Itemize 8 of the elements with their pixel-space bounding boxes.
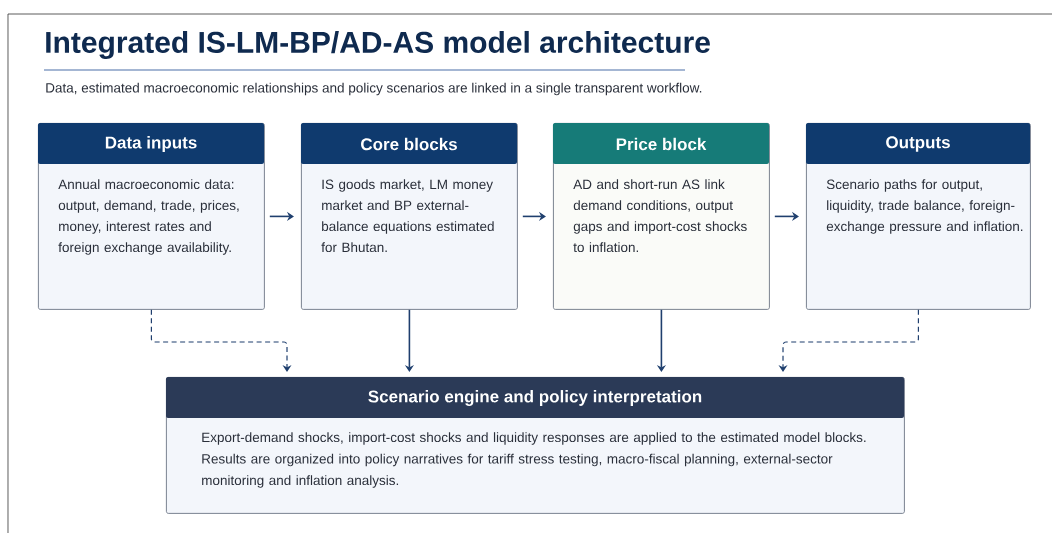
process-box: Core blocks IS goods market, LM money market and BP external-balance equations estimated for Bhutan.	[301, 123, 518, 310]
process-box: Outputs Scenario paths for output, liquidity, trade balance, foreign-exchange pressure and inflation.	[806, 123, 1031, 310]
arrow	[150, 309, 292, 372]
title: Integrated IS-LM-BP/AD-AS model architecture	[46, 30, 710, 60]
process-box: Data inputs Annual macroeconomic data: output, demand, trade, prices, money, interest rates and foreign exchange availability.	[38, 123, 265, 310]
subtitle: Data, estimated macroeconomic relationships and policy scenarios are linked in a single transparent workflow.	[46, 82, 702, 96]
process-box: Price block AD and short-run AS link demand conditions, output gaps and import-cost shocks to inflation.	[553, 123, 770, 310]
process-box: Scenario engine and policy interpretation Export-demand shocks, import-cost shocks and liquidity responses are applied to the estimated model blocks. Results are organized into policy narratives for tariff stress testing, macro-fiscal planning, external-sector monitoring and inflation analysis.	[166, 377, 905, 514]
